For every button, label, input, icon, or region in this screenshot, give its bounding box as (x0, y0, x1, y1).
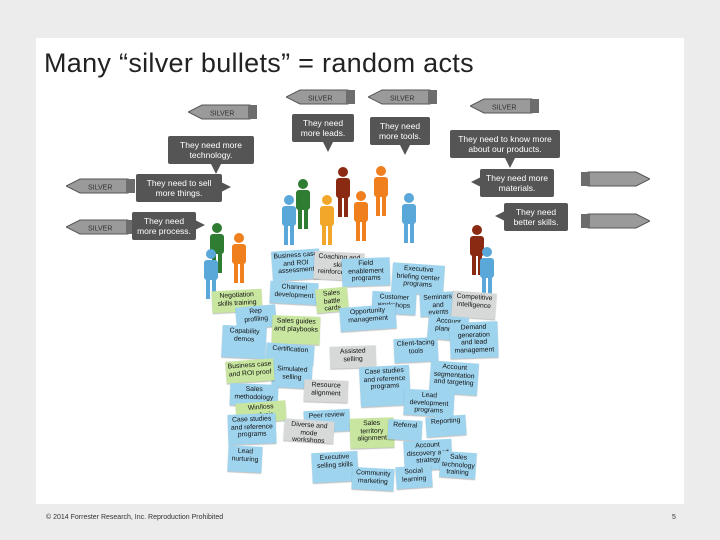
bubble-sell-more: They need to sell more things. (136, 174, 231, 202)
person-icon (320, 195, 334, 245)
sticky-note: Sales guides and playbooks (271, 315, 321, 345)
silver-bullet-icon (581, 213, 650, 229)
sticky-note: Opportunity management (339, 304, 397, 332)
sticky-note: Reporting (425, 414, 467, 438)
person-icon (354, 191, 368, 241)
silver-bullet-label: SILVER (390, 96, 414, 103)
slide-title: Many “silver bullets” = random acts (44, 48, 474, 78)
silver-bullet-icon: SILVER (286, 89, 355, 105)
person-icon (480, 247, 494, 297)
person-icon (296, 179, 310, 229)
sticky-note: Competitive intelligence (451, 290, 497, 320)
sticky-note: Field enablement programs (341, 257, 391, 287)
person-icon (232, 233, 246, 283)
sticky-note: Client-facing tools (393, 336, 439, 364)
sticky-note: Case studies and reference programs (227, 413, 277, 445)
bubble-know-products: They need to know more about our product… (450, 130, 560, 168)
sticky-note: Sales technology training (439, 450, 477, 480)
silver-bullet-icon: SILVER (470, 98, 539, 114)
person-icon (204, 249, 218, 299)
silver-bullet-label: SILVER (492, 105, 516, 112)
silver-bullet-label: SILVER (88, 185, 112, 192)
bubble-process: They need more process. (132, 212, 205, 240)
bubble-leads: They need more leads. (292, 114, 354, 152)
silver-bullet-icon: SILVER (66, 178, 135, 194)
person-icon (402, 193, 416, 243)
silver-bullet-icon: SILVER (188, 104, 257, 120)
page-number: 5 (672, 514, 676, 521)
silver-bullet-label: SILVER (210, 111, 234, 118)
person-icon (336, 167, 350, 217)
person-icon (374, 166, 388, 216)
sticky-note: Resource alignment (303, 379, 349, 403)
bubble-technology: They need more technology. (168, 136, 254, 174)
bubble-materials: They need more materials. (471, 169, 554, 197)
sticky-note: Lead development programs (403, 388, 455, 418)
sticky-note: Community marketing (351, 466, 395, 492)
sticky-note: Capability demos (221, 324, 267, 360)
silver-bullet-icon: SILVER (368, 89, 437, 105)
sticky-note: Lead nurturing (227, 445, 263, 473)
sticky-note: Business case and ROI proof (225, 358, 275, 384)
bubble-tools: They need more tools. (370, 117, 430, 155)
bubble-skills: They need better skills. (495, 203, 568, 231)
sticky-note: Demand generation and lead management (449, 321, 499, 359)
sticky-note: Channel development (269, 280, 319, 306)
silver-bullet-label: SILVER (88, 226, 112, 233)
silver-bullet-icon: SILVER (66, 219, 135, 235)
sticky-note: Social learning (395, 464, 433, 490)
sticky-note: Executive briefing center programs (391, 262, 445, 296)
sticky-note: Diverse and mode workshops (283, 418, 335, 444)
sticky-note: Referral (387, 419, 423, 441)
silver-bullet-label: SILVER (308, 96, 332, 103)
footer-copyright: © 2014 Forrester Research, Inc. Reproduc… (46, 514, 224, 521)
sticky-note: Assisted selling (329, 345, 377, 369)
person-icon (282, 195, 296, 245)
silver-bullet-icon (581, 171, 650, 187)
